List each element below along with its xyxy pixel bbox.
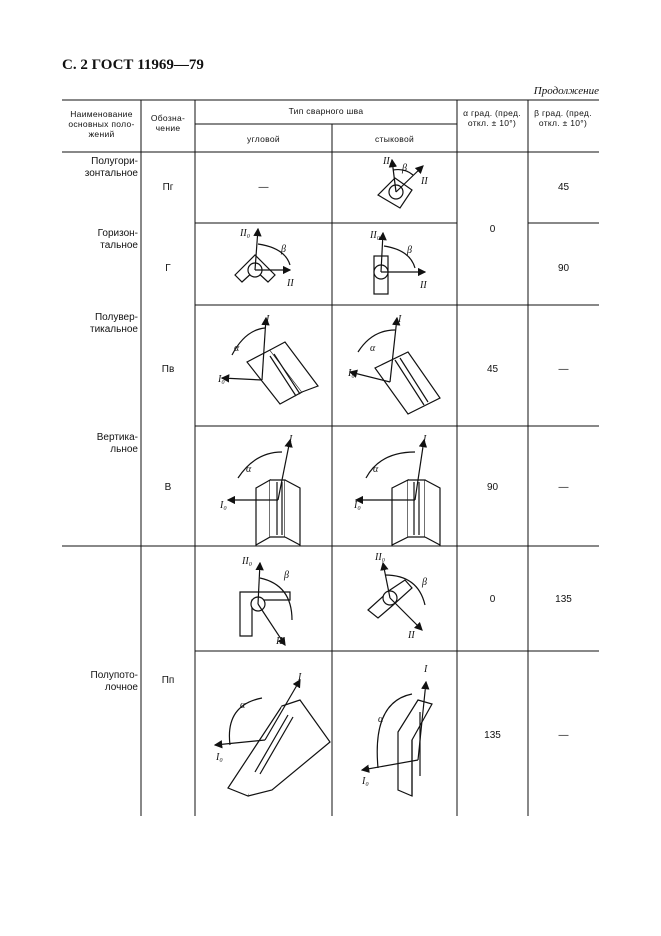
row-designation: В bbox=[164, 482, 172, 493]
label-I0: I₀ bbox=[362, 776, 369, 787]
label-I: I bbox=[424, 664, 428, 675]
row-beta: 45 bbox=[557, 182, 570, 193]
label-alpha: α bbox=[378, 714, 384, 725]
butt-semi-vertical-drawing bbox=[348, 316, 441, 415]
header-designation: Обозна-чение bbox=[150, 113, 186, 133]
label-I0: I₀ bbox=[220, 500, 227, 511]
label-beta: β bbox=[407, 245, 412, 256]
label-II0: II₀ bbox=[375, 552, 386, 563]
label-II: II bbox=[421, 176, 428, 187]
fillet-semi-vertical-drawing bbox=[220, 316, 319, 405]
label-beta: β bbox=[402, 163, 407, 174]
header-name: Наименование основных поло-жений bbox=[68, 109, 135, 139]
fillet-horizontal-drawing bbox=[234, 227, 292, 283]
label-beta: β bbox=[284, 570, 289, 581]
label-alpha: α bbox=[240, 700, 246, 711]
row-designation: Пп bbox=[161, 675, 175, 686]
row-name: Полугори-зонтальное bbox=[84, 156, 138, 179]
row-beta: — bbox=[558, 730, 569, 741]
label-alpha: α bbox=[370, 343, 376, 354]
row-name: Полупото-лочное bbox=[90, 670, 138, 693]
row-name: Горизон-тальное bbox=[97, 228, 138, 251]
butt-semi-overhead-drawing bbox=[367, 561, 426, 631]
label-alpha: α bbox=[234, 343, 240, 354]
row-designation: Пг bbox=[162, 182, 174, 193]
label-I: I bbox=[289, 434, 293, 445]
row-alpha: 0 bbox=[489, 594, 496, 605]
label-alpha: α bbox=[246, 464, 252, 475]
label-I: I bbox=[266, 314, 270, 325]
label-I: I bbox=[398, 314, 402, 325]
label-I0: I₀ bbox=[354, 500, 361, 511]
row-alpha-shared: 0 bbox=[489, 224, 496, 235]
label-I0: I₀ bbox=[218, 374, 225, 385]
label-II: II bbox=[420, 280, 427, 291]
header-beta: β град. (пред. откл. ± 10°) bbox=[534, 108, 592, 128]
row-alpha: 45 bbox=[486, 364, 499, 375]
label-beta: β bbox=[281, 244, 286, 255]
label-alpha: α bbox=[373, 464, 379, 475]
fillet-vertical-drawing bbox=[226, 438, 301, 547]
row-designation: Пв bbox=[161, 364, 175, 375]
label-II: II bbox=[408, 630, 415, 641]
row-beta: — bbox=[558, 364, 569, 375]
row-beta: 90 bbox=[557, 263, 570, 274]
page-header: С. 2 ГОСТ 11969—79 bbox=[62, 57, 204, 73]
row-alpha: 90 bbox=[486, 482, 499, 493]
row-fillet-dash: — bbox=[258, 182, 269, 193]
header-butt: стыковой bbox=[374, 134, 415, 144]
label-II0: II₀ bbox=[370, 230, 381, 241]
row-alpha: 135 bbox=[484, 730, 501, 741]
header-fillet: угловой bbox=[247, 134, 280, 144]
label-II0: II₀ bbox=[240, 228, 251, 239]
label-II: II bbox=[287, 278, 294, 289]
row-name: Вертика-льное bbox=[96, 432, 138, 455]
row-name: Полувер-тикальное bbox=[89, 312, 138, 335]
row-designation: Г bbox=[165, 263, 171, 274]
continued-label: Продолжение bbox=[533, 85, 599, 97]
label-beta: β bbox=[422, 577, 427, 588]
label-II: II bbox=[276, 636, 283, 647]
butt-semi-horizontal-drawing bbox=[377, 158, 424, 209]
label-I0: I₀ bbox=[348, 368, 355, 379]
row-beta: 135 bbox=[555, 594, 572, 605]
row-beta: — bbox=[558, 482, 569, 493]
label-I0: I₀ bbox=[216, 752, 223, 763]
label-II0: II₀ bbox=[383, 156, 394, 167]
fillet-semi-overhead-drawing bbox=[239, 561, 293, 647]
fillet-semi-overhead-2-drawing bbox=[213, 678, 331, 797]
label-I: I bbox=[423, 434, 427, 445]
butt-semi-overhead-2-drawing bbox=[360, 680, 433, 797]
header-seam-type: Тип сварного шва bbox=[288, 106, 364, 116]
header-alpha: α град. (пред. откл. ± 10°) bbox=[463, 108, 521, 128]
butt-horizontal-drawing bbox=[373, 231, 427, 295]
label-I: I bbox=[298, 672, 302, 683]
butt-vertical-drawing bbox=[354, 438, 441, 546]
label-II0: II₀ bbox=[242, 556, 253, 567]
